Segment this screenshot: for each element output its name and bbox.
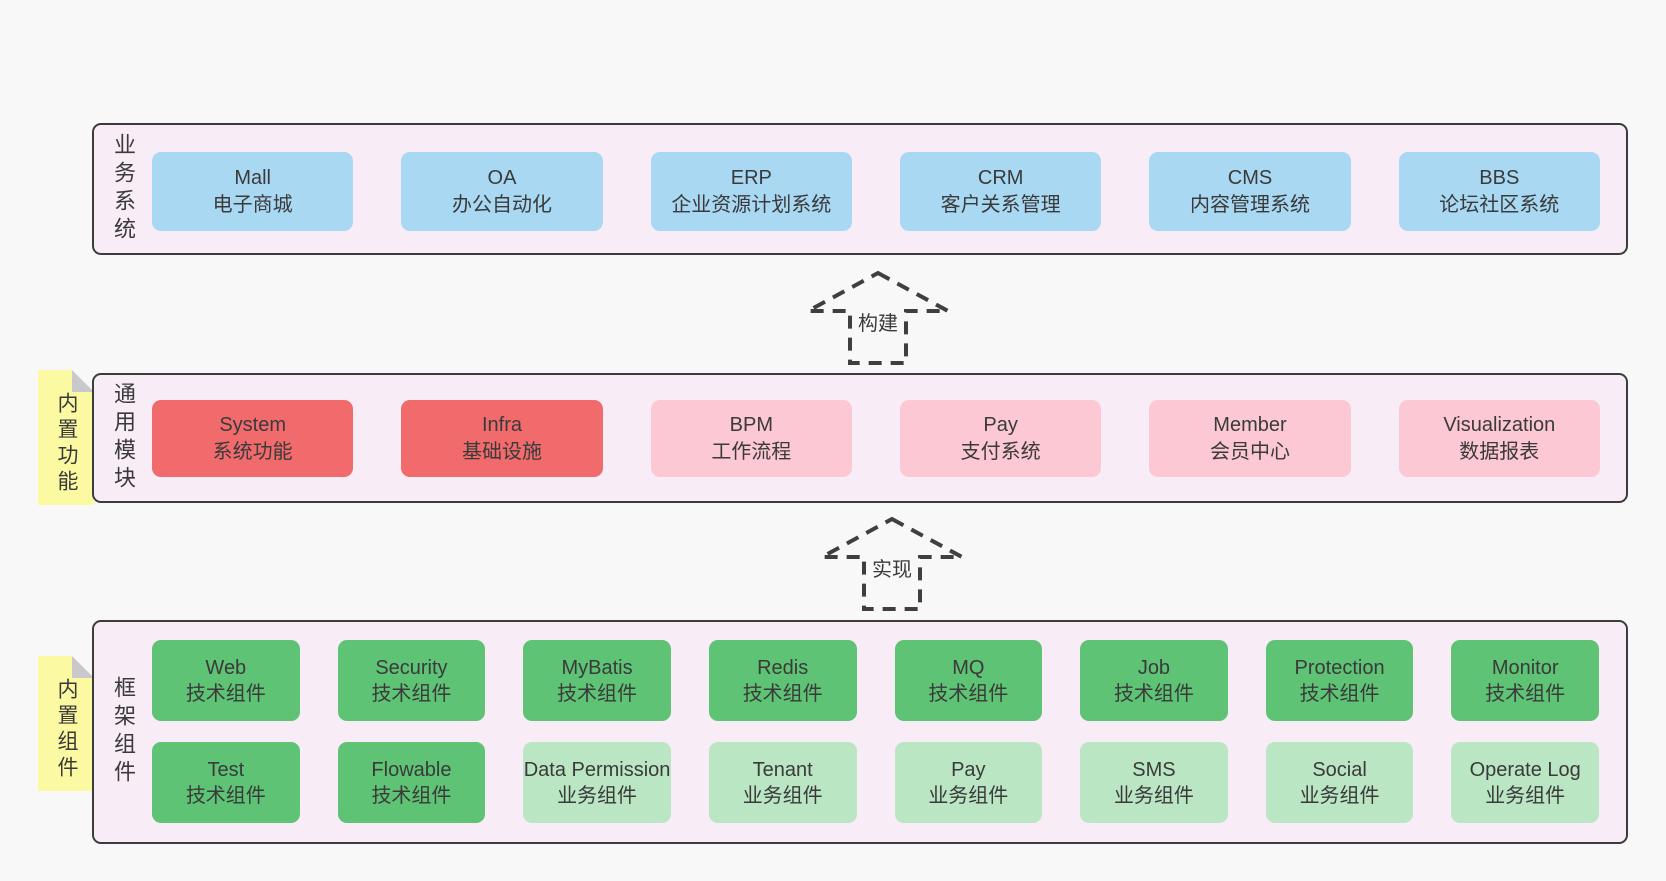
box-security: Security 技术组件 — [337, 640, 486, 721]
box-pay-biz: Pay 业务组件 — [894, 742, 1043, 823]
box-flowable: Flowable 技术组件 — [337, 742, 486, 823]
box-operate-log: Operate Log 业务组件 — [1451, 742, 1599, 823]
box-test: Test 技术组件 — [152, 742, 300, 823]
components-boxes-grid: Web 技术组件 Security 技术组件 MyBatis 技术组件 Redi… — [152, 622, 1626, 842]
sticky-note-builtin-features: 内置功能 — [38, 370, 94, 505]
layer-label-framework-components: 框架组件 — [111, 676, 136, 788]
layer-business-systems: 业务系统 Mall 电子商城 OA 办公自动化 ERP 企业资源计划系统 CRM… — [92, 123, 1628, 255]
layer-framework-components: 框架组件 Web 技术组件 Security 技术组件 MyBatis 技术组件… — [92, 620, 1628, 844]
box-crm: CRM 客户关系管理 — [899, 152, 1102, 231]
sticky-note-builtin-components: 内置组件 — [38, 656, 94, 791]
box-social: Social 业务组件 — [1265, 742, 1414, 823]
box-infra: Infra 基础设施 — [401, 400, 603, 477]
box-visualization: Visualization 数据报表 — [1398, 400, 1600, 477]
box-protection: Protection 技术组件 — [1265, 640, 1414, 721]
box-mybatis: MyBatis 技术组件 — [523, 640, 671, 721]
sticky-note-label: 内置组件 — [55, 677, 78, 782]
box-cms: CMS 内容管理系统 — [1149, 152, 1351, 231]
layer-label-business-systems: 业务系统 — [111, 133, 136, 245]
dashed-up-arrow-icon — [821, 516, 963, 611]
box-tenant: Tenant 业务组件 — [708, 742, 857, 823]
box-erp: ERP 企业资源计划系统 — [650, 152, 852, 231]
box-sms: SMS 业务组件 — [1080, 742, 1228, 823]
box-oa: OA 办公自动化 — [401, 152, 603, 231]
layer-common-modules: 通用模块 System 系统功能 Infra 基础设施 BPM 工作流程 Pay… — [92, 373, 1628, 503]
business-boxes-row: Mall 电子商城 OA 办公自动化 ERP 企业资源计划系统 CRM 客户关系… — [152, 125, 1626, 253]
arrow-implement: 实现 — [820, 515, 964, 611]
box-bpm: BPM 工作流程 — [650, 400, 852, 477]
box-redis: Redis 技术组件 — [708, 640, 857, 721]
box-bbs: BBS 论坛社区系统 — [1398, 152, 1600, 231]
layer-label-common-modules: 通用模块 — [111, 382, 136, 494]
box-pay: Pay 支付系统 — [899, 400, 1102, 477]
box-member: Member 会员中心 — [1149, 400, 1351, 477]
sticky-note-label: 内置功能 — [55, 391, 78, 496]
box-data-permission: Data Permission 业务组件 — [523, 742, 671, 823]
box-web: Web 技术组件 — [152, 640, 300, 721]
dashed-up-arrow-icon — [807, 270, 949, 365]
box-mq: MQ 技术组件 — [894, 640, 1043, 721]
box-monitor: Monitor 技术组件 — [1451, 640, 1599, 721]
box-mall: Mall 电子商城 — [152, 152, 354, 231]
box-job: Job 技术组件 — [1080, 640, 1228, 721]
arrow-build: 构建 — [806, 269, 950, 365]
box-system: System 系统功能 — [152, 400, 354, 477]
modules-boxes-row: System 系统功能 Infra 基础设施 BPM 工作流程 Pay 支付系统… — [152, 375, 1626, 501]
